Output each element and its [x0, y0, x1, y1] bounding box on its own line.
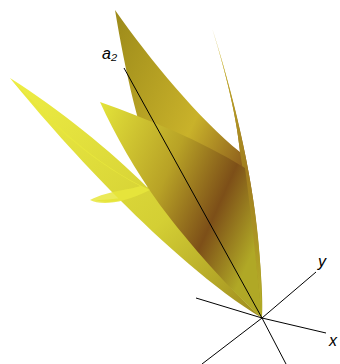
- coordinate-axes: [124, 68, 326, 364]
- wing-cusp: [10, 78, 150, 203]
- front-sheet: [100, 102, 262, 318]
- axis-label: a₂: [102, 46, 117, 62]
- axis-label: x: [329, 333, 337, 349]
- left-wing: [10, 78, 262, 318]
- axis-label: y: [318, 254, 326, 270]
